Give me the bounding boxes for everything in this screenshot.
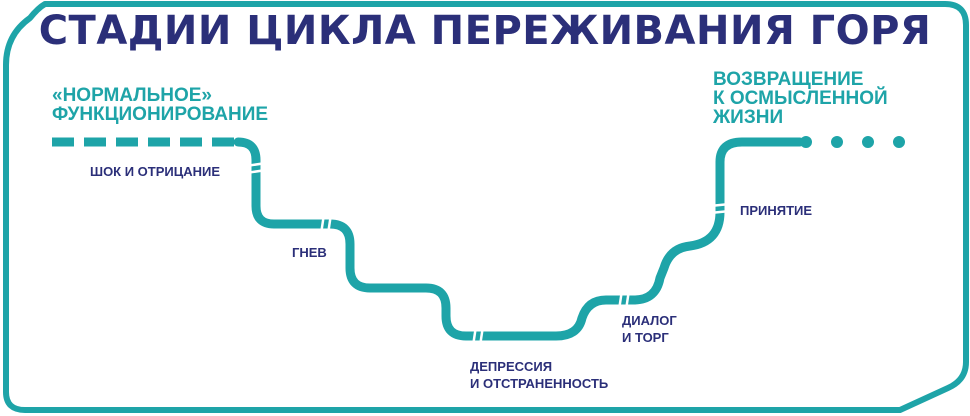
frame-border	[3, 1, 969, 413]
marker-acceptance	[709, 202, 731, 215]
stage-bargaining-label: ДИАЛОГ И ТОРГ	[622, 312, 677, 346]
diagram-title: СТАДИИ ЦИКЛА ПЕРЕЖИВАНИЯ ГОРЯ	[38, 8, 932, 54]
marker-anger	[319, 213, 333, 235]
end-label-line2: К ОСМЫСЛЕННОЙ	[713, 88, 888, 109]
start-label-line2: ФУНКЦИОНИРОВАНИЕ	[52, 104, 269, 125]
stage-acceptance-label: ПРИНЯТИЕ	[740, 203, 813, 218]
stage-depression-line2: И ОТСТРАНЕННОСТЬ	[470, 376, 609, 391]
end-label: ВОЗВРАЩЕНИЕ К ОСМЫСЛЕННОЙ ЖИЗНИ	[713, 70, 888, 127]
stage-shock-label: ШОК И ОТРИЦАНИЕ	[90, 164, 221, 179]
marker-depression	[471, 325, 485, 347]
stage-anger-label: ГНЕВ	[292, 245, 327, 260]
grief-curve	[233, 137, 805, 341]
stage-depression-line1: ДЕПРЕССИЯ	[470, 359, 553, 374]
start-label: «НОРМАЛЬНОЕ» ФУНКЦИОНИРОВАНИЕ	[52, 86, 268, 124]
stage-depression-label: ДЕПРЕССИЯ И ОТСТРАНЕННОСТЬ	[470, 358, 608, 392]
stage-bargaining-line1: ДИАЛОГ	[622, 313, 677, 328]
start-label-line1: «НОРМАЛЬНОЕ»	[52, 85, 212, 106]
end-label-line1: ВОЗВРАЩЕНИЕ	[713, 69, 864, 90]
marker-shock	[245, 161, 267, 175]
end-label-line3: ЖИЗНИ	[713, 107, 784, 128]
marker-bargaining	[617, 289, 631, 311]
stage-bargaining-line2: И ТОРГ	[622, 330, 669, 345]
